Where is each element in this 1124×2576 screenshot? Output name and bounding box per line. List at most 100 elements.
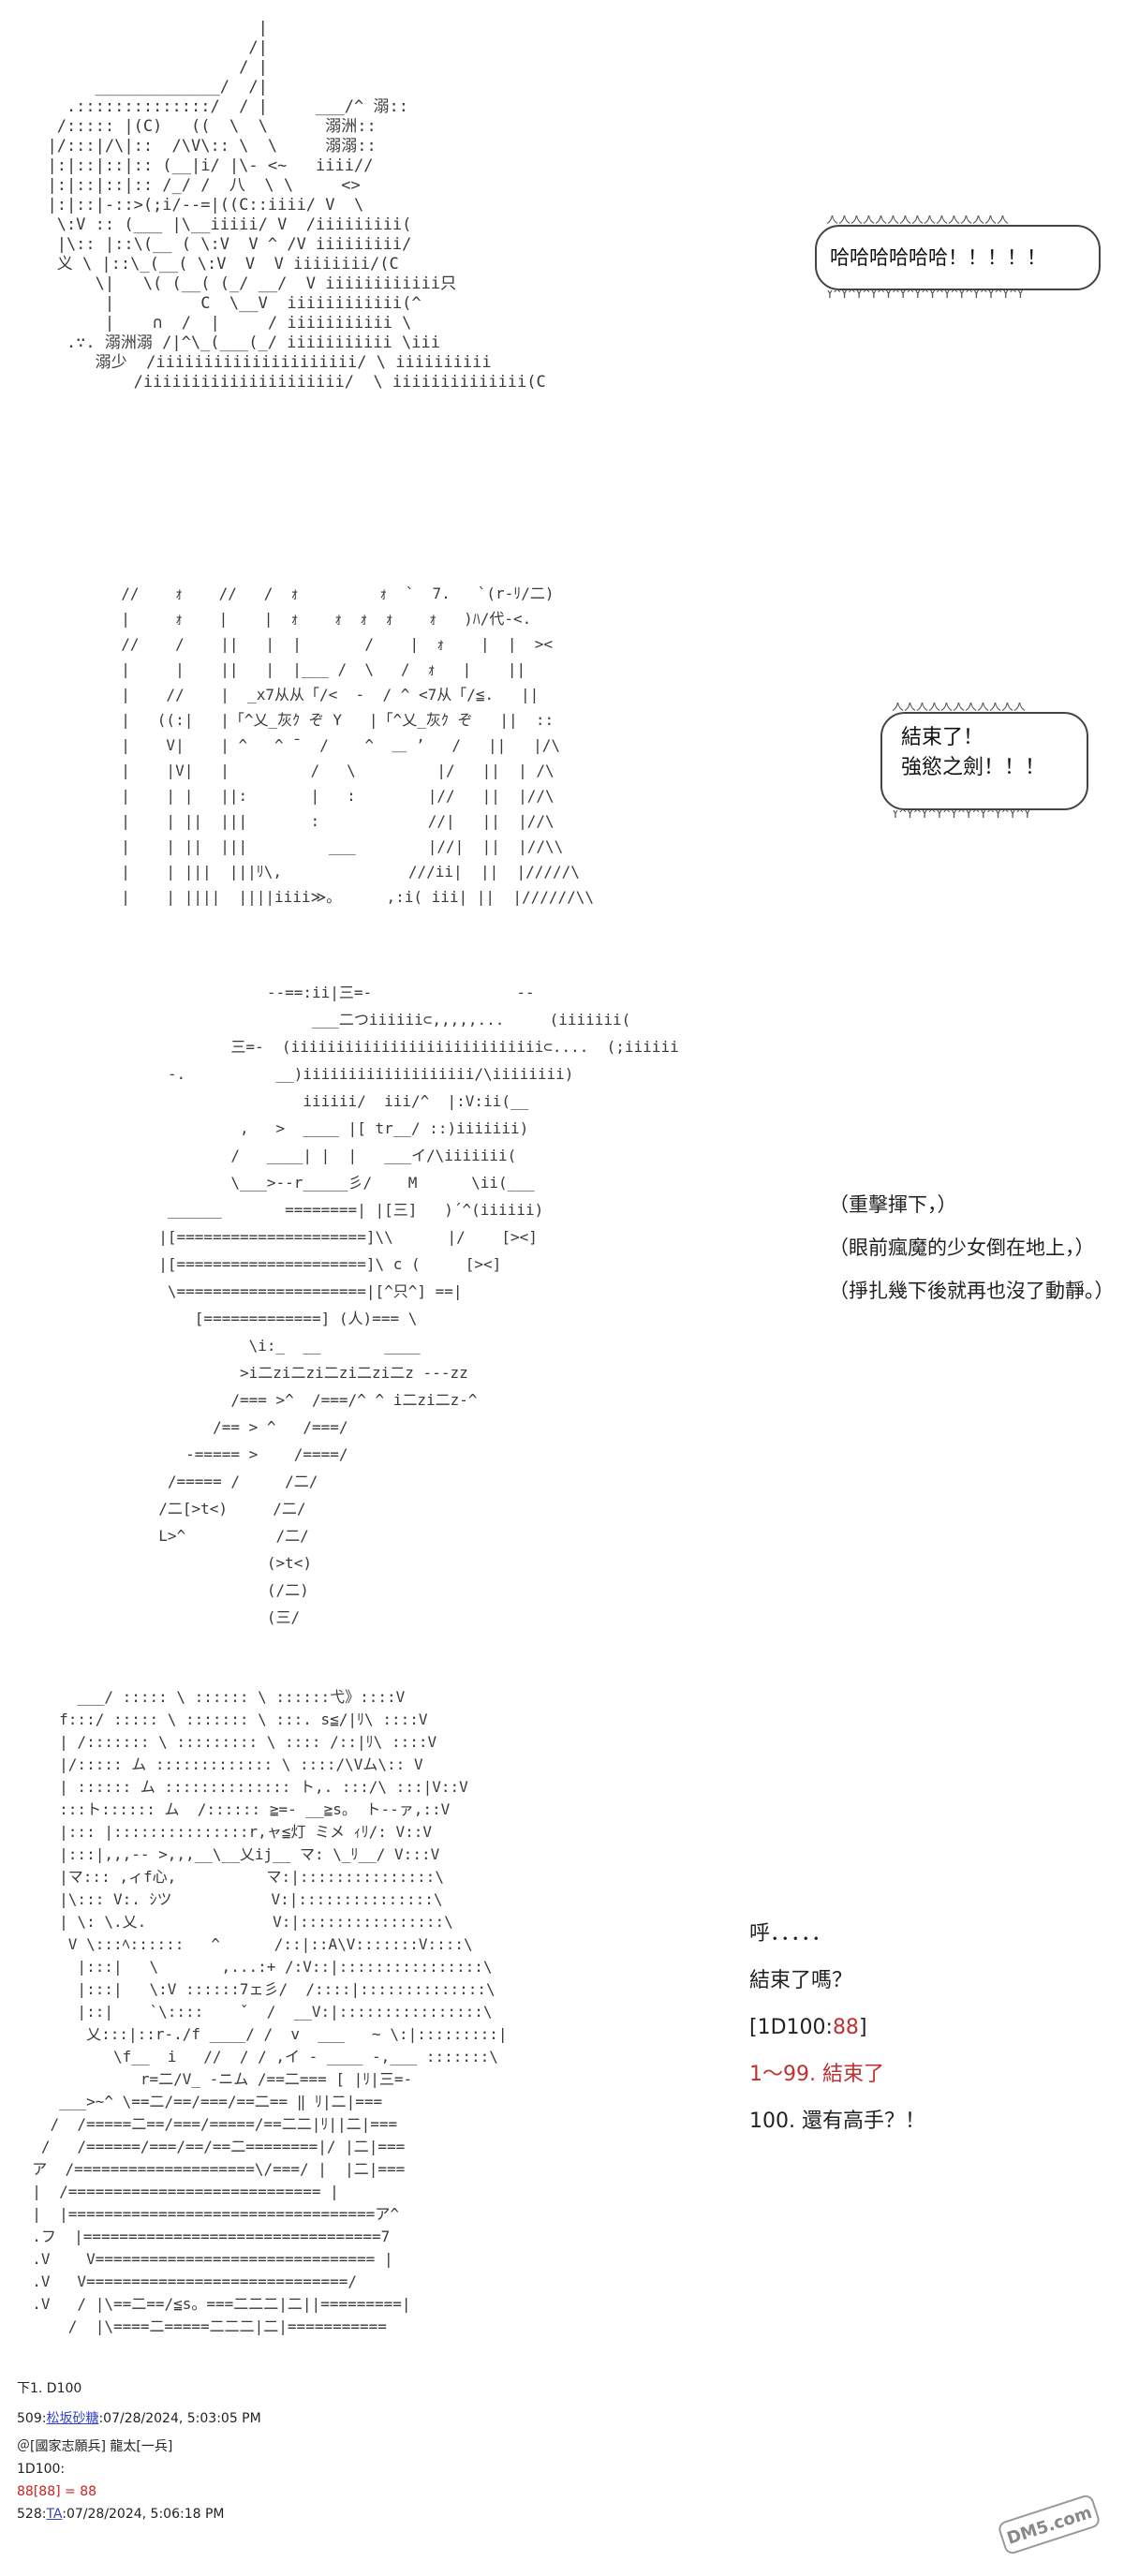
art-line: / |\====二=====二二二|二|=========== <box>14 2317 387 2335</box>
bubble-line-1: 結束了！ <box>901 726 984 749</box>
art-line: f:::/ ::::: \ ::::::: \ :::. s≦/|ﾘ\ ::::… <box>14 1710 428 1728</box>
art-line: \| \( (__( (_/ __/ V iiiiiiiiiiii只 <box>28 274 457 293</box>
result-text: 結束了 <box>822 2063 885 2086</box>
narration-box: （重擊揮下，） （眼前瘋魔的少女倒在地上，） （掙扎幾下後就再也沒了動靜。） <box>829 1192 1115 1321</box>
ascii-art-aftermath: ___/ ::::: \ :::::: \ ::::::弋》::::V f:::… <box>14 1686 508 2338</box>
art-line: \=====================|[^只^] ==| <box>140 1282 463 1300</box>
roll-value: 88 <box>832 2016 859 2039</box>
art-line: \:V :: (___ |\__iiiii/ V /iiiiiiiii( <box>28 215 412 234</box>
art-line: V \:::ﾍ:::::: ^ /::|::A\V:::::::V::::\ <box>14 1935 473 1953</box>
art-line: | <box>28 19 268 37</box>
art-line: /== > ^ /===/ <box>140 1418 348 1436</box>
post-509-roll-a: 88 <box>17 2484 34 2499</box>
panel-3: --==:ii|三=- -- ___二つiiiiii⊂,,,,,... (iii… <box>140 979 815 1653</box>
art-line: | :::::: ム :::::::::::::: ト,. :::/\ :::|… <box>14 1778 468 1796</box>
stat-line-question: 結束了嗎？ <box>749 1969 853 1992</box>
art-line: (三/ <box>140 1608 301 1626</box>
art-line: -. __)iiiiiiiiiiiiiiiiiii/\iiiiiiii) <box>140 1065 574 1083</box>
art-line: ___>~^ \==二/==/===/==二== ‖ ﾘ|二|=== <box>14 2093 383 2110</box>
art-line: |[=====================]\ c ( [><] <box>140 1255 502 1273</box>
bubble-spikes-top: 人人人人人人人人人人人人人人人 <box>826 215 1010 225</box>
narration-line-2: （眼前瘋魔的少女倒在地上，） <box>829 1236 1095 1259</box>
art-line: |[=====================]\\ |/ [><] <box>140 1228 538 1246</box>
panel-2: // ｫ // / ｫ ｫ ` 7. `(r-ﾘ/二) | ｫ | | ｫ ｫ … <box>103 581 852 946</box>
art-line: | | |||| ||||iiii≫。 ,:i( iii| || |//////… <box>103 888 595 906</box>
art-line: |::: |:::::::::::::::r,ャ≦灯 ミメ ｨﾘ/: V::V <box>14 1823 433 1841</box>
art-line: |\:: |::\(__ ( \:V V ^ /V iiiiiiiii/ <box>28 235 412 254</box>
art-line: |:|::|::|:: (__|i/ |\- <~ iiii// <box>28 156 374 175</box>
art-line: | /============================ | <box>14 2183 366 2200</box>
speech-bubble-laugh: 人人人人人人人人人人人人人人人 哈哈哈哈哈哈！！！！！ Y^Y^Y^Y^Y^Y^… <box>815 215 1101 300</box>
art-line: | | | ||: | : |// || |//\ <box>103 787 555 805</box>
post-528-id: 528: <box>17 2507 47 2522</box>
art-line: [=============] (人)=== \ <box>140 1310 418 1327</box>
art-line: (/二) <box>140 1581 309 1599</box>
art-line: / ____| | | ___イ/\iiiiiii( <box>140 1147 517 1164</box>
art-line: \___>--r_____彡/ M \ii(___ <box>140 1174 535 1192</box>
art-line: | |V| | / \ |/ || | /\ <box>103 762 555 779</box>
art-line: | | || ||| : //| || |//\ <box>103 812 555 830</box>
narration-line-1: （重擊揮下，） <box>829 1193 957 1216</box>
ascii-art-strike: --==:ii|三=- -- ___二つiiiiii⊂,,,,,... (iii… <box>140 979 679 1631</box>
art-line: | C \__V iiiiiiiiiiii(^ <box>28 294 422 313</box>
post-509-roll-eq: = 88 <box>60 2484 97 2499</box>
art-line: / | <box>28 58 268 77</box>
art-line: 乂:::|::r-./f ____/ / v ___ ~ \:|::::::::… <box>14 2025 508 2043</box>
post-509-header: 509:松坂砂糖:07/28/2024, 5:03:05 PM <box>17 2410 1047 2427</box>
art-line: |:::| \:V ::::::7ェ彡/ /::::|:::::::::::::… <box>14 1980 495 1998</box>
art-line: |/:::|/\|:: /\V\:: \ \ 溺溺:: <box>28 137 377 155</box>
art-line: .V V=============================== | <box>14 2250 393 2268</box>
art-line: -===== > /====/ <box>140 1445 348 1463</box>
art-line: ___/ ::::: \ :::::: \ ::::::弋》::::V <box>14 1688 406 1706</box>
post-509-time: :07/28/2024, 5:03:05 PM <box>98 2411 261 2426</box>
art-line: .∵. 溺洲溺 /|^\_(___(_/ iiiiiiiiiii \iii <box>28 333 440 352</box>
post-509-id: 509: <box>17 2411 47 2426</box>
art-line: |:|::|-::>(;i/--=|((C::iiii/ V \ <box>28 196 364 215</box>
art-line: \f__ i // / / ,イ - ____ -,___ :::::::\ <box>14 2048 498 2065</box>
art-line: | ∩ / | / iiiiiiiiiii \ <box>28 314 422 333</box>
art-line: 义 \ |::\_(__( \:V V V iiiiiiii/(C <box>28 255 399 274</box>
result-range: 1～99. <box>749 2063 816 2086</box>
art-line: | | || ||| ___ |//| || |//\\ <box>103 837 564 855</box>
art-line: / /======/===/==/==二========|/ |二|=== <box>14 2138 406 2155</box>
bubble-spikes-bottom: Y^Y^Y^Y^Y^Y^Y^Y^Y^Y <box>892 810 1031 820</box>
post-528-author-link[interactable]: TA <box>46 2507 63 2522</box>
art-line: /iiiiiiiiiiiiiiiiiiiii/ \ iiiiiiiiiiiiii… <box>28 373 546 392</box>
art-line: .V / |\==二==/≦s。===二二二|二||=========| <box>14 2295 411 2313</box>
post-528-time: :07/28/2024, 5:06:18 PM <box>62 2507 225 2522</box>
art-line: r=二/V_ -ニム /==二=== [ |ﾘ|三=- <box>14 2070 431 2088</box>
art-line: /| <box>28 38 268 57</box>
art-line: | V| | ^ ^ ˉ / ^ ＿ ʼ / || |/\ <box>103 736 561 754</box>
art-line: |:::| \ ,...:+ /:V::|::::::::::::::::\ <box>14 1958 493 1976</box>
art-line: 溺少 /iiiiiiiiiiiiiiiiiiiii/ \ iiiiiiiiii <box>28 353 492 372</box>
art-line: | \: \.乂. V:|::::::::::::::::\ <box>14 1913 453 1931</box>
art-line: | // | _x7从从「/< - / ^ <7从「/≦. || <box>103 686 540 703</box>
footer-caption: 下1. D100 <box>17 2381 82 2396</box>
art-line: \i:_ __ ____ <box>140 1337 421 1355</box>
post-509-roll-b: [88] <box>33 2484 61 2499</box>
bubble-spikes-top: 人人人人人人人人人人人 <box>892 703 1027 712</box>
art-line: (>t<) <box>140 1554 313 1572</box>
art-line: .V V=============================/ <box>14 2273 358 2290</box>
art-line: | /::::::: \ ::::::::: \ :::: /::|ﾘ\ :::… <box>14 1733 437 1751</box>
art-line: /=== >^ /===/^ ^ i二zi二z-^ <box>140 1391 478 1409</box>
post-509-command: 1D100: <box>17 2462 66 2477</box>
art-line: / /=====二==/===/=====/==二二|ﾘ||二|=== <box>14 2115 398 2133</box>
stat-line-expert: 100. 還有高手？！ <box>749 2110 925 2133</box>
forum-footer: 下1. D100 509:松坂砂糖:07/28/2024, 5:03:05 PM… <box>17 2375 1047 2528</box>
bubble-spikes-bottom: Y^Y^Y^Y^Y^Y^Y^Y^Y^Y^Y^Y^Y^Y <box>826 290 1025 300</box>
art-line: /二[>t<) /二/ <box>140 1500 306 1517</box>
ascii-art-swordsman: | /| / | _____________/ /| .::::::::::::… <box>28 19 546 392</box>
art-line: 三=- (iiiiiiiiiiiiiiiiiiiiiiiiiiii⊂.... (… <box>140 1038 679 1056</box>
art-line: |/::::: ム ::::::::::::: \ ::::/\Vム\:: V <box>14 1755 423 1773</box>
stat-line-sigh: 呼．．．．． <box>749 1922 833 1946</box>
art-line: _____________/ /| <box>28 78 268 96</box>
art-line: ア /====================\/===/ | |二|=== <box>14 2160 406 2178</box>
art-line: /::::: |(C) (( \ \ 溺洲:: <box>28 117 377 136</box>
art-line: .フ |=================================7 <box>14 2228 391 2245</box>
post-509-author-link[interactable]: 松坂砂糖 <box>46 2411 99 2426</box>
art-line: |:::|,,,-- >,,,__\__乂ij__ マ: \_ﾘ__/ V:::… <box>14 1845 440 1863</box>
panel-4: ___/ ::::: \ :::::: \ ::::::弋》::::V f:::… <box>14 1686 726 2351</box>
roll-prefix: [1D100: <box>749 2016 833 2039</box>
art-line: | ｫ | | ｫ ｫ ｫ ｫ ｫ )ﾊ/代-<. <box>103 610 532 628</box>
